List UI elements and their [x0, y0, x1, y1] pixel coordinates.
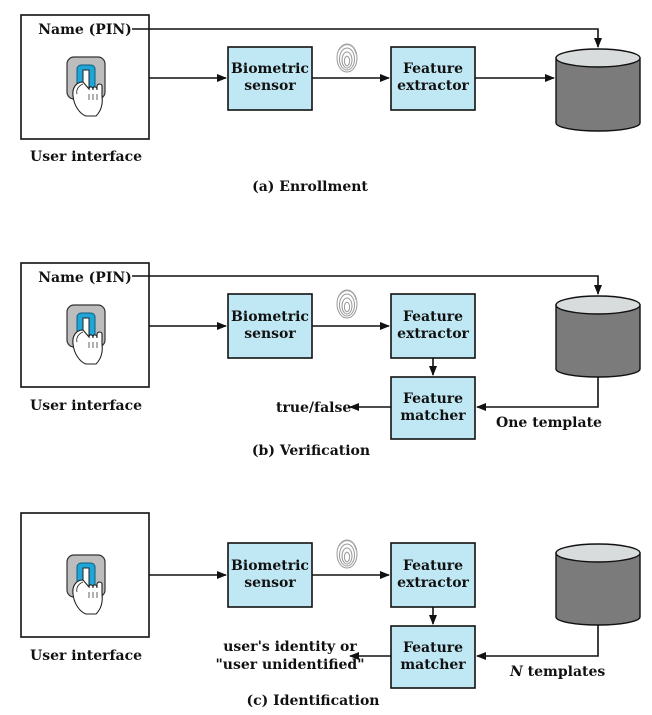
fingerprint-icon	[336, 289, 358, 319]
feature-matcher-label-2: matcher	[400, 408, 466, 424]
output-label: true/false	[276, 400, 351, 416]
user-interface-label: User interface	[30, 398, 142, 414]
user-interface-label: User interface	[30, 648, 142, 664]
panel-verification: Name (PIN) User interface Biometric sens…	[20, 262, 641, 459]
arrow-db-to-matcher	[476, 377, 599, 411]
biometric-sensor-label-2: sensor	[244, 575, 296, 591]
biometric-sensor-box	[227, 542, 313, 608]
feature-extractor-label-2: extractor	[397, 575, 469, 591]
biometric-sensor-label-1: Biometric	[231, 61, 309, 77]
biometric-sensor-box	[227, 293, 313, 359]
feature-matcher-box	[390, 376, 476, 440]
feature-matcher-box	[390, 625, 476, 689]
database-cylinder-icon	[555, 543, 641, 626]
arrow-name-to-db	[132, 28, 602, 48]
feature-extractor-label-1: Feature	[403, 61, 463, 77]
arrow-name-to-db	[132, 275, 602, 295]
output-label-line-2: "user unidentified"	[215, 657, 364, 673]
name-pin-label: Name (PIN)	[38, 22, 132, 38]
caption-enrollment: (a) Enrollment	[252, 179, 368, 195]
feature-extractor-label-2: extractor	[397, 78, 469, 94]
biometric-sensor-label-1: Biometric	[231, 558, 309, 574]
feature-extractor-box	[390, 542, 476, 608]
database-cylinder-icon	[555, 48, 641, 132]
feature-extractor-box	[390, 46, 476, 111]
panel-enrollment: Name (PIN) User interface Biometric sens…	[20, 14, 641, 195]
biometric-sensor-label-2: sensor	[244, 78, 296, 94]
feature-extractor-label-2: extractor	[397, 326, 469, 342]
fingerprint-icon	[336, 43, 358, 73]
biometric-sensor-box	[227, 46, 313, 111]
feature-extractor-label-1: Feature	[403, 309, 463, 325]
templates-count: N	[509, 664, 524, 680]
panel-identification: User interface Biometric sensor Feature …	[20, 512, 641, 709]
database-cylinder-icon	[555, 295, 641, 378]
caption-verification: (b) Verification	[252, 443, 370, 459]
biometric-sensor-label-1: Biometric	[231, 309, 309, 325]
feature-matcher-label-1: Feature	[403, 391, 463, 407]
templates-word: templates	[523, 664, 606, 680]
fingerprint-icon	[336, 539, 358, 569]
feature-extractor-label-1: Feature	[403, 558, 463, 574]
templates-label: One template	[496, 415, 602, 431]
user-interface-label: User interface	[30, 149, 142, 165]
feature-matcher-label-2: matcher	[400, 657, 466, 673]
templates-label: N templates	[509, 664, 605, 680]
biometric-sensor-label-2: sensor	[244, 326, 296, 342]
feature-matcher-label-1: Feature	[403, 640, 463, 656]
output-label-line-1: user's identity or	[223, 639, 357, 655]
arrow-db-to-matcher	[476, 625, 599, 660]
name-pin-label: Name (PIN)	[38, 270, 132, 286]
caption-identification: (c) Identification	[247, 693, 380, 709]
